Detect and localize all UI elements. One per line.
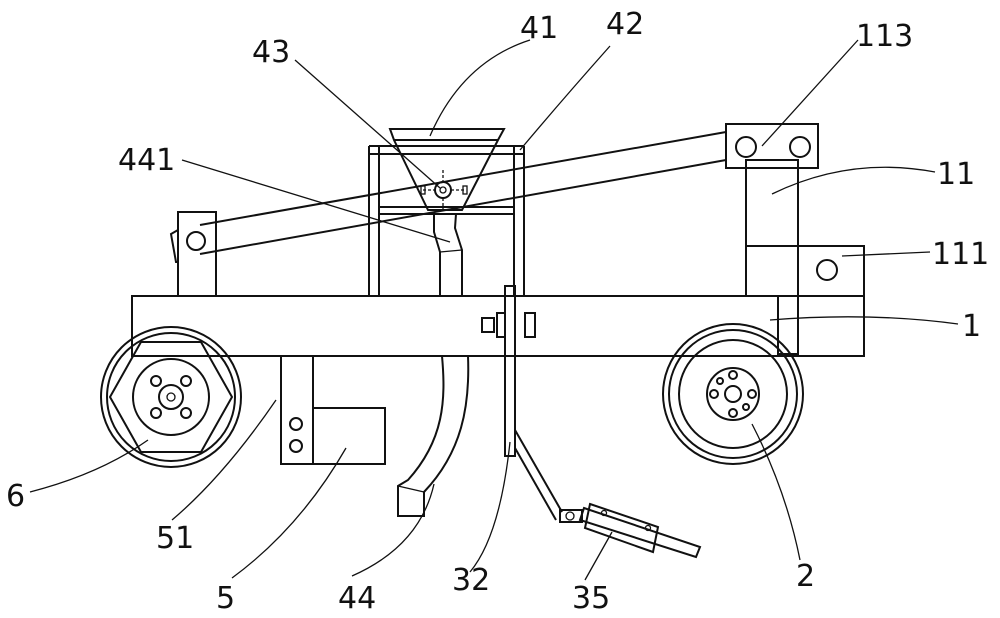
label-41: 41 [520,11,558,46]
press-plate [559,502,702,559]
label-51: 51 [156,521,194,556]
furrow-opener [397,355,470,517]
label-2: 2 [796,559,815,594]
hopper [388,128,506,211]
label-44: 44 [338,581,376,616]
front-bracket [169,211,217,297]
label-43: 43 [252,35,290,70]
hopper-frame [368,145,525,296]
rear-wheel [662,323,804,465]
main-frame [131,295,865,357]
coulter-disc [481,285,563,521]
label-441: 441 [118,143,175,178]
metering-wheel [420,170,468,212]
label-35: 35 [572,581,610,616]
label-5: 5 [216,581,235,616]
front-wheel [100,326,242,468]
part-labels: 41 42 43 113 441 11 111 1 6 51 5 44 32 3… [6,7,989,616]
label-1: 1 [962,309,981,344]
label-6: 6 [6,479,25,514]
label-111: 111 [932,237,989,272]
leader-lines [29,39,959,581]
label-32: 32 [452,563,490,598]
label-42: 42 [606,7,644,42]
depth-bracket [280,355,386,465]
label-113: 113 [856,19,913,54]
rear-post [725,123,865,355]
seed-tube [433,213,463,297]
label-11: 11 [937,157,975,192]
